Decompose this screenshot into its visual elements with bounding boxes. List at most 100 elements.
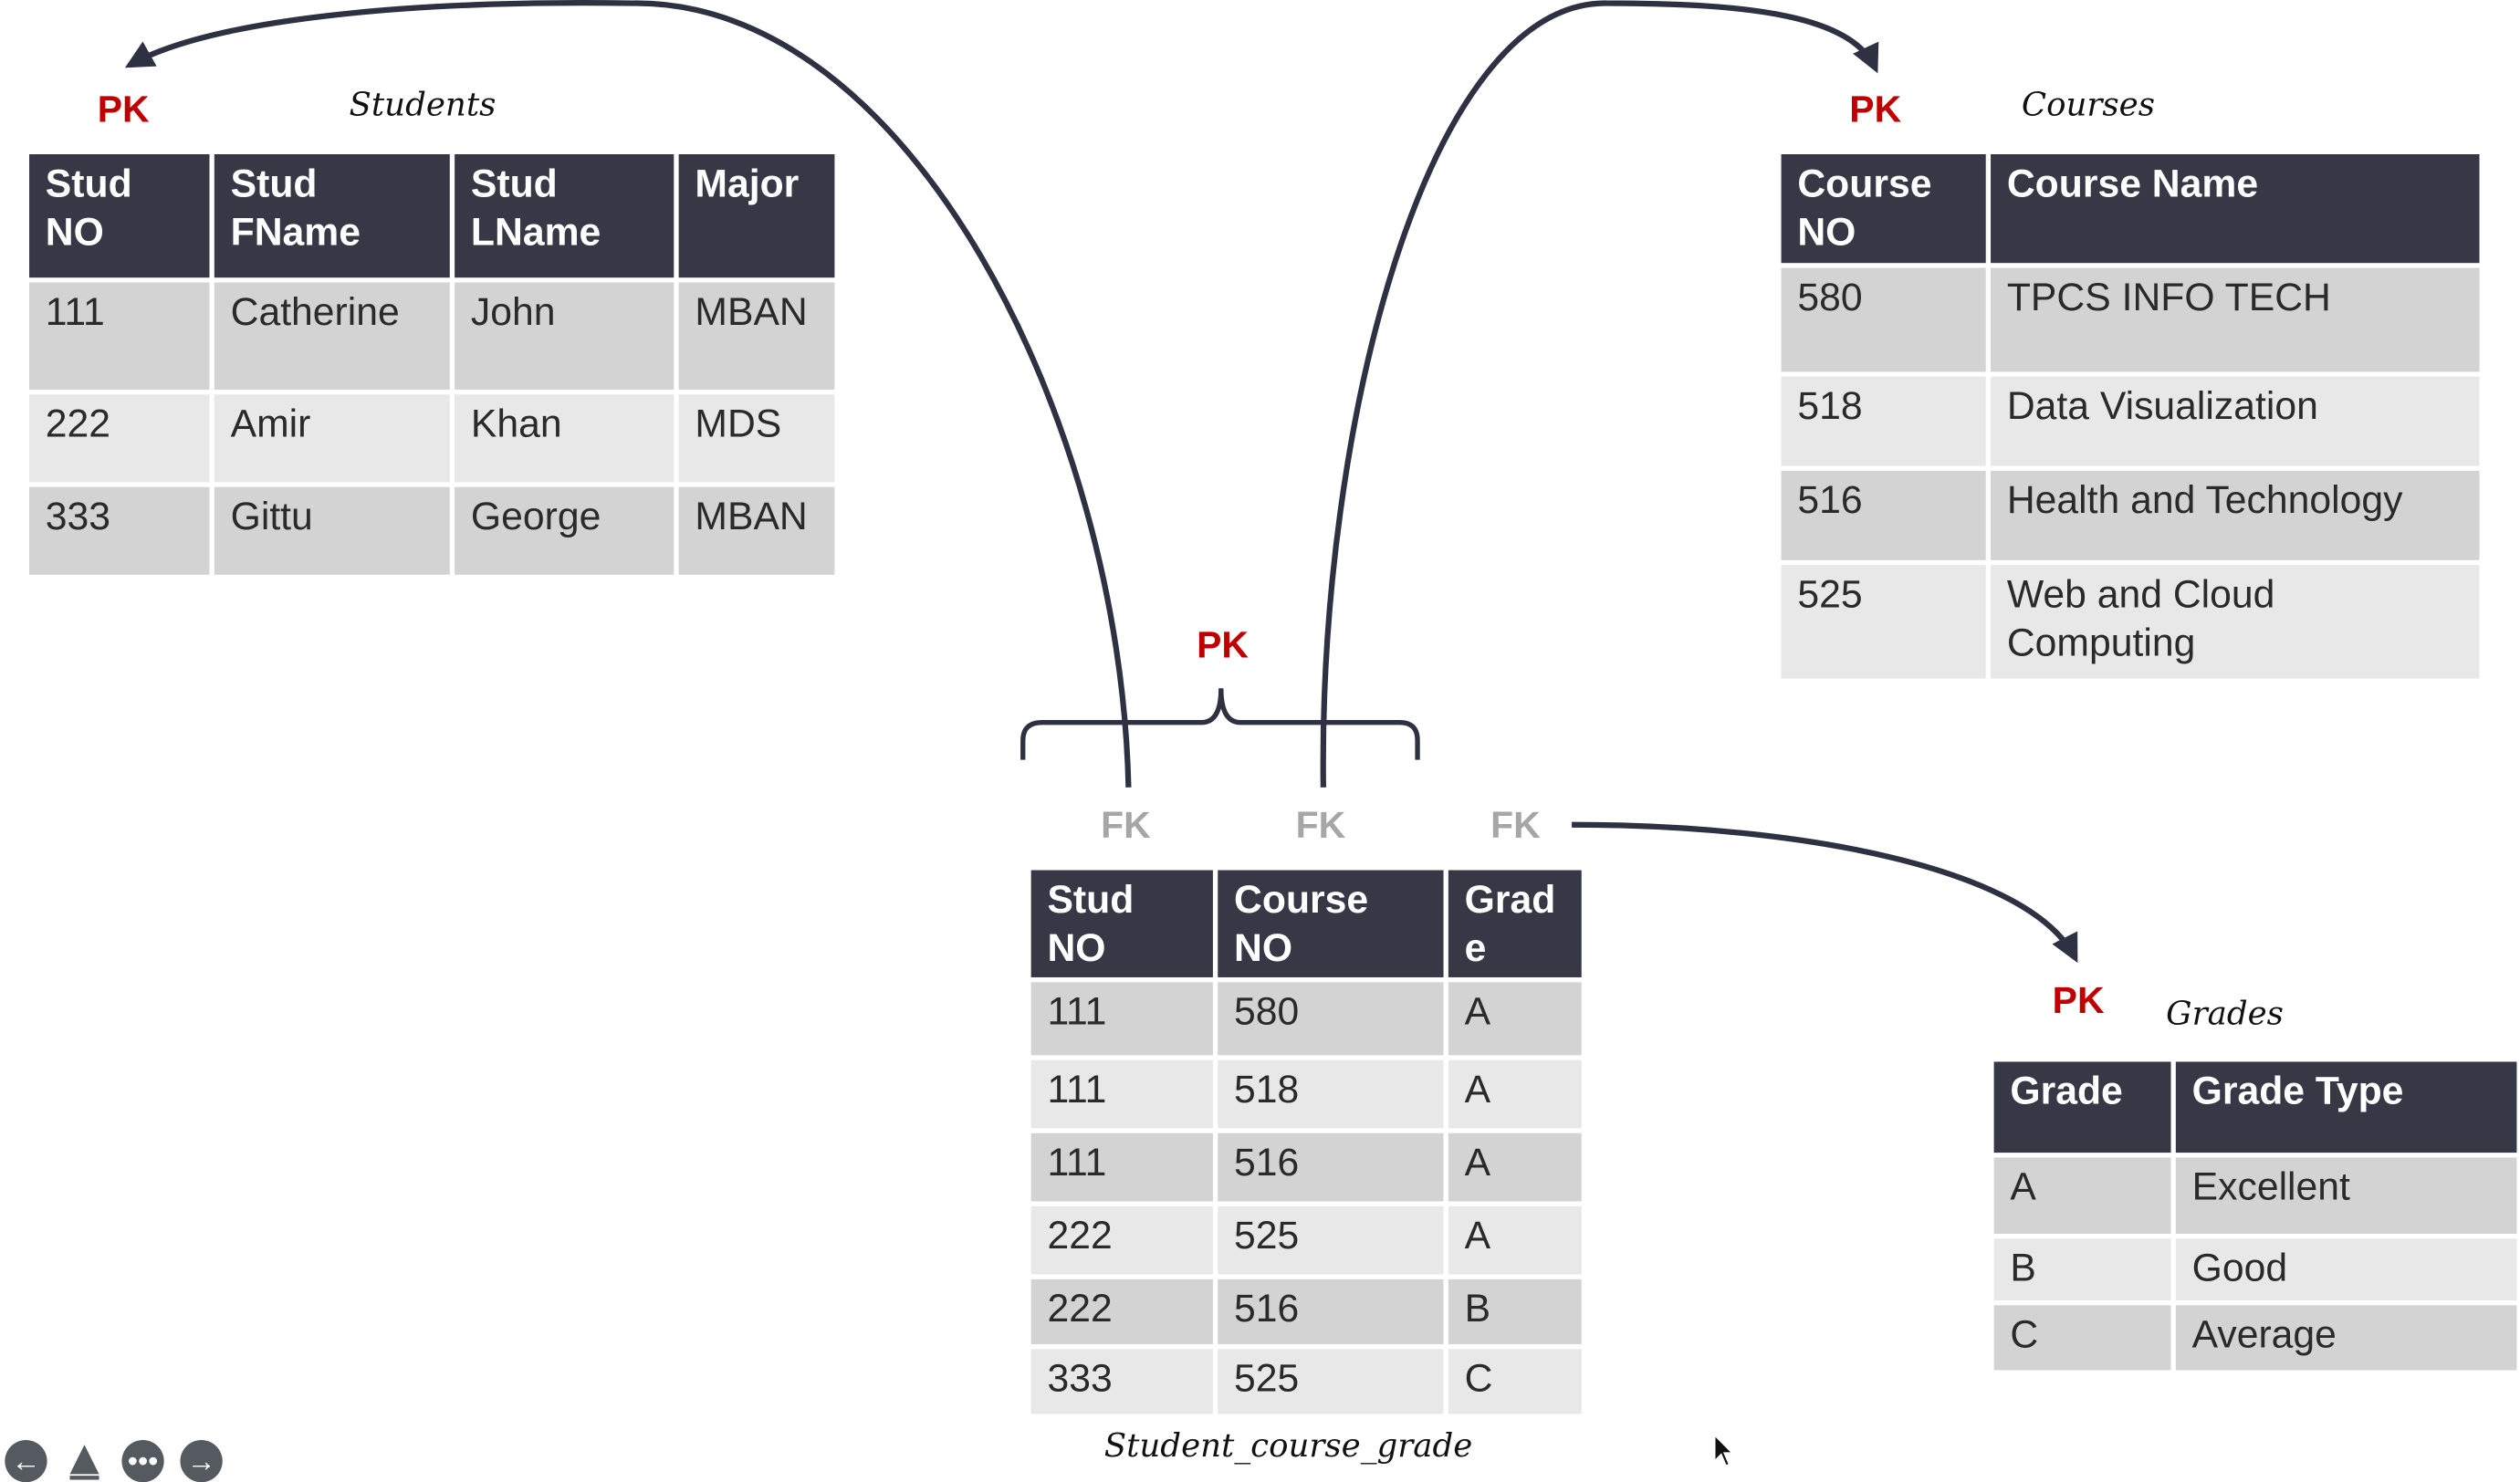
student-course-grade-caption: Student_course_grade: [1103, 1425, 1473, 1465]
cell-text: Computing: [2006, 621, 2196, 666]
grades-table-caption: Grades: [2166, 993, 2284, 1033]
fk-arrow-to-courses: [1320, 0, 1879, 788]
table-cell: MBAN: [678, 486, 835, 575]
column-header: Major: [678, 154, 835, 278]
column-header: Grade Type: [2175, 1061, 2517, 1153]
table-cell: 516: [1781, 470, 1986, 560]
table-cell: B: [1448, 1278, 1582, 1345]
table-cell: Health and Technology: [1991, 470, 2480, 560]
pen-tool-button[interactable]: [63, 1440, 105, 1482]
column-header: Course Name: [1991, 154, 2480, 264]
table-cell: 222: [1030, 1205, 1213, 1275]
table-cell: A: [1448, 1132, 1582, 1202]
table-cell: George: [455, 486, 674, 575]
header-text: Major: [695, 162, 800, 206]
table-cell: 525: [1218, 1205, 1444, 1275]
header-text: Grade: [2010, 1070, 2123, 1114]
header-text: NO: [45, 211, 104, 256]
more-dots-icon: •••: [127, 1445, 159, 1477]
table-cell: MDS: [678, 394, 835, 483]
table-cell: 111: [29, 282, 210, 390]
table-cell: 518: [1781, 376, 1986, 466]
table-cell: 525: [1218, 1349, 1444, 1414]
more-options-button[interactable]: •••: [121, 1439, 164, 1482]
table-cell: 580: [1218, 982, 1444, 1056]
back-button[interactable]: ←: [5, 1439, 47, 1482]
header-text: Course: [1234, 878, 1369, 923]
composite-key-bracket: [1020, 688, 1420, 760]
header-text: Stud: [470, 162, 558, 206]
table-cell: 222: [29, 394, 210, 483]
arrow-right-icon: →: [186, 1445, 216, 1477]
header-text: NO: [1047, 926, 1106, 971]
table-cell: A: [1448, 982, 1582, 1056]
header-text: e: [1464, 926, 1487, 971]
table-cell: 111: [1030, 982, 1213, 1056]
fk-arrow-to-students: [124, 0, 1132, 788]
pk-label-courses: PK: [1849, 88, 1902, 130]
table-cell: TPCS INFO TECH: [1991, 267, 2480, 372]
header-text: Grad: [1464, 878, 1556, 923]
table-cell: 111: [1030, 1132, 1213, 1202]
table-cell: A: [1448, 1205, 1582, 1275]
pk-label-composite: PK: [1197, 623, 1249, 666]
forward-button[interactable]: →: [180, 1439, 223, 1482]
fk-label-grade: FK: [1490, 803, 1541, 846]
table-cell: Gittu: [214, 486, 450, 575]
table-cell: 333: [29, 486, 210, 575]
header-text: NO: [1797, 211, 1856, 256]
table-cell: A: [1993, 1157, 2171, 1235]
header-text: Stud: [1047, 878, 1135, 923]
table-cell: MBAN: [678, 282, 835, 390]
fk-arrow-to-grades: [1572, 821, 2078, 964]
table-cell: C: [1993, 1305, 2171, 1371]
pk-label-students: PK: [97, 88, 150, 130]
table-cell: Khan: [455, 394, 674, 483]
fk-label-stud-no: FK: [1101, 803, 1151, 846]
arrow-left-icon: ←: [11, 1445, 41, 1477]
fk-label-course-no: FK: [1295, 803, 1346, 846]
header-text: Course Name: [2006, 162, 2259, 206]
mouse-pointer-icon: [1713, 1433, 1735, 1467]
pen-tool-icon: [69, 1445, 99, 1475]
pk-label-grades: PK: [2052, 978, 2105, 1021]
header-text: Stud: [230, 162, 318, 206]
header-text: Grade Type: [2191, 1070, 2404, 1114]
header-row: Grade Grade Type: [1993, 1061, 2517, 1153]
column-header: Grade: [1993, 1061, 2171, 1153]
header-text: Stud: [45, 162, 132, 206]
table-cell: C: [1448, 1349, 1582, 1414]
table-cell: 516: [1218, 1278, 1444, 1345]
header-text: FName: [230, 211, 361, 256]
header-text: NO: [1234, 926, 1293, 971]
table-cell: 525: [1781, 565, 1986, 679]
table-cell: 333: [1030, 1349, 1213, 1414]
